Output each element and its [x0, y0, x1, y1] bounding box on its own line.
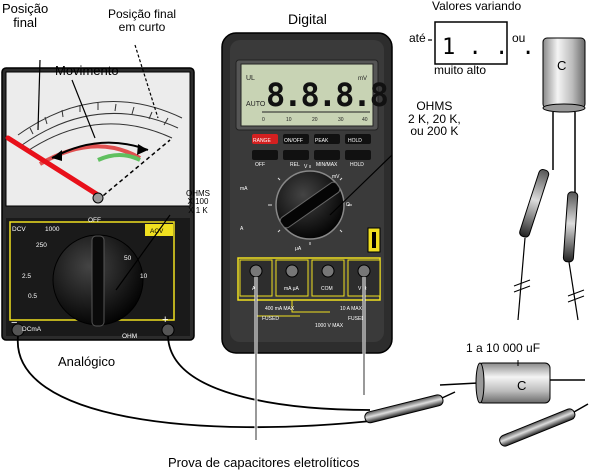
analog-range-label: 0.5: [28, 293, 37, 300]
jack-label: V Ω: [358, 286, 367, 292]
label-ohms-x1k: OHMS X 100 X 1 K: [186, 189, 210, 215]
label-movimento: Movimento: [55, 63, 119, 78]
analog-range-label: ACV: [150, 228, 164, 235]
analog-range-label: DCmA: [22, 326, 42, 333]
digital-button-label: REL: [290, 162, 300, 168]
label-analogico: Analógico: [58, 354, 116, 369]
analog-range-label: OHM: [122, 333, 137, 340]
lcd-scale-tick: 40: [362, 117, 368, 123]
digital-button-label: ON/OFF: [284, 138, 303, 144]
lcd-content: UL AUTO 8.8.8.8 mV 0 10 20 30 40: [246, 75, 390, 123]
digital-button-label: PEAK: [315, 138, 329, 144]
lcd-scale-tick: 0: [262, 117, 265, 123]
lcd-scale-tick: 30: [338, 117, 344, 123]
analog-meter: [1, 67, 195, 341]
analog-range-label: OFF: [88, 217, 101, 224]
label-ou: ou: [512, 31, 526, 45]
dial-label: mA: [240, 186, 248, 192]
jack-a[interactable]: [249, 264, 263, 278]
lcd-indicator-top: UL: [246, 75, 255, 82]
digital-button-label: MIN/MAX: [316, 162, 338, 168]
dial-label: mV: [332, 174, 340, 180]
digital-button-label: OFF: [255, 162, 265, 168]
analog-range-label: 1000: [45, 226, 60, 233]
lcd-scale-tick: 10: [286, 117, 292, 123]
analog-range-label: 250: [36, 242, 47, 249]
digital-button-minmax[interactable]: [314, 150, 340, 160]
analog-range-labels: DCV 1000 250 50 10 2.5 0.5 OFF ACV DCmA …: [12, 217, 164, 340]
analog-range-label: 10: [140, 273, 148, 280]
dial-label: A: [240, 226, 244, 232]
label-ohms-ranges: OHMS 2 K, 20 K, ou 200 K: [408, 99, 461, 139]
digital-bottom-label: FUSED: [348, 316, 365, 322]
capacitor-label-bottom: C: [517, 378, 526, 393]
digital-bottom-label: FUSED: [262, 316, 279, 322]
value-display-box: [434, 21, 508, 65]
probe-tips-vertical: [513, 168, 585, 321]
label-ate: até: [409, 31, 426, 45]
label-muito-alto: muito alto: [434, 63, 487, 77]
jack-ma[interactable]: [285, 264, 299, 278]
label-digital: Digital: [288, 11, 327, 27]
dial-label: V: [304, 164, 308, 170]
capacitor-vertical: [542, 37, 586, 195]
digital-button-hold[interactable]: [345, 134, 371, 144]
digital-button-label: HOLD: [348, 138, 362, 144]
terminal-positive-label: +: [162, 314, 169, 326]
jack-label: A: [252, 286, 256, 292]
value-display-text: 1 . . .: [442, 35, 535, 60]
label-posicao-final-curto: Posição final em curto: [108, 7, 177, 34]
analog-range-label: 2.5: [22, 273, 31, 280]
digital-bottom-label: 1000 V MAX: [315, 323, 344, 329]
label-posicao-final: Posição final: [2, 1, 49, 30]
lcd-value: 8.8.8.8: [266, 76, 388, 114]
analog-needle: [5, 135, 101, 198]
digital-button-peak[interactable]: [314, 134, 340, 144]
digital-bottom-label: 400 mA MAX: [265, 306, 295, 312]
digital-button-onoff[interactable]: [283, 134, 309, 144]
capacitor-horizontal: [439, 362, 585, 404]
analog-range-label: DCV: [12, 226, 26, 233]
caption: Prova de capacitores eletrolíticos: [168, 455, 360, 470]
digital-bottom-label: 10 A MAX: [340, 306, 363, 312]
analog-range-label: 50: [124, 255, 132, 262]
dial-label: Ω: [346, 202, 350, 208]
dial-label: μA: [295, 246, 302, 252]
digital-button-off[interactable]: [252, 150, 278, 160]
jack-com[interactable]: [321, 264, 335, 278]
digital-button-range[interactable]: [252, 134, 278, 144]
terminal-negative-label: −: [11, 317, 18, 329]
capacitor-label-top: C: [557, 58, 566, 73]
label-capacitance-range: 1 a 10 000 uF: [466, 341, 541, 355]
test-leads: [17, 39, 501, 450]
digital-button-label: RANGE: [253, 138, 271, 144]
digital-button-rel[interactable]: [283, 150, 309, 160]
jack-vohm[interactable]: [357, 264, 371, 278]
lcd-display: [240, 63, 374, 127]
digital-button-label: HOLD: [350, 162, 364, 168]
jack-label: mA μA: [284, 286, 299, 292]
lcd-scale-tick: 20: [312, 117, 318, 123]
digital-button-hold2[interactable]: [345, 150, 371, 160]
lcd-unit: mV: [358, 76, 367, 82]
probes-horizontal: [364, 391, 589, 447]
jack-label: COM: [321, 286, 333, 292]
lcd-indicator-auto: AUTO: [246, 101, 266, 108]
label-valores-variando: Valores variando: [432, 0, 522, 13]
digital-meter: [221, 32, 393, 354]
